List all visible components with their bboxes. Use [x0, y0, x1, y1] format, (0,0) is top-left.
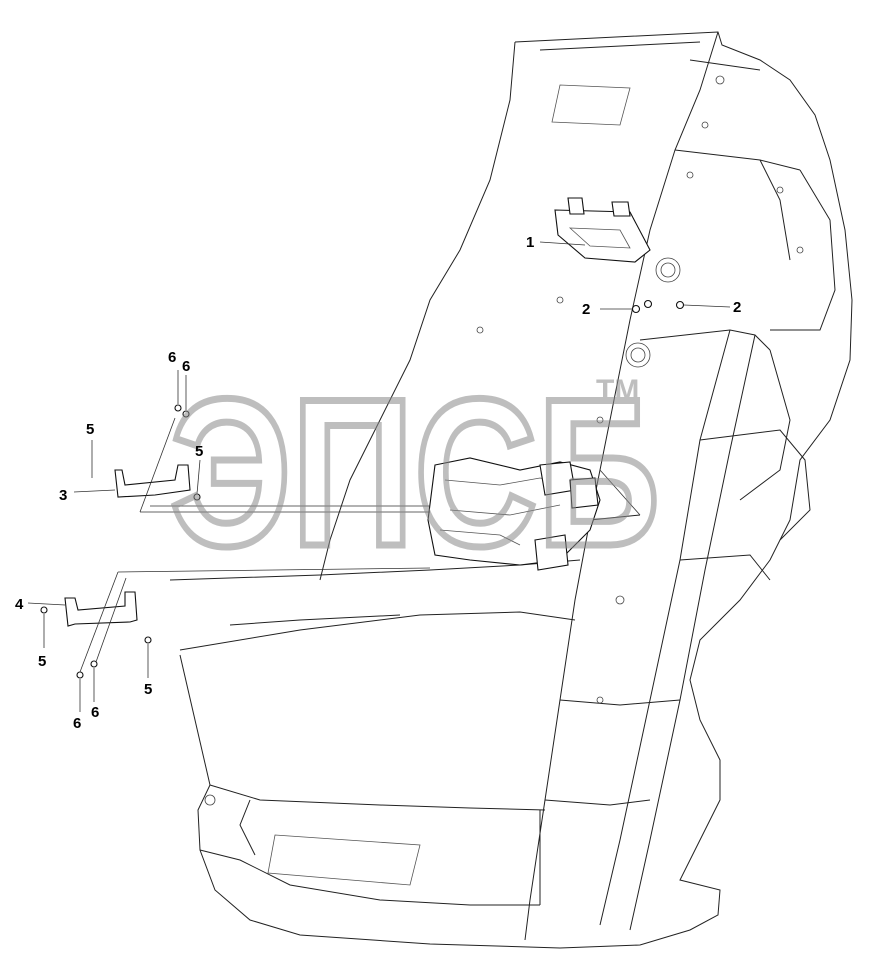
callout-6-bottom-left: 6 — [73, 715, 81, 732]
callout-labels: 1 2 2 3 4 5 5 5 5 6 6 6 6 — [15, 234, 741, 732]
part-4-bracket — [40, 591, 152, 679]
callout-3: 3 — [59, 487, 67, 504]
callout-5-bottom-right: 5 — [144, 681, 152, 698]
part-2-fasteners — [631, 299, 685, 314]
leader-lines — [27, 241, 731, 712]
watermark-text: ЭПСБ — [170, 355, 660, 590]
callout-4: 4 — [15, 596, 24, 613]
callout-6-top-right: 6 — [182, 358, 190, 375]
callout-5-top-right: 5 — [195, 443, 203, 460]
callout-6-bottom-right: 6 — [91, 704, 99, 721]
pedal-assembly — [427, 457, 601, 571]
callout-6-top-left: 6 — [168, 349, 176, 366]
frame-details — [204, 75, 804, 886]
watermark-tm: TM — [596, 374, 639, 407]
callout-5-top-left: 5 — [86, 421, 94, 438]
callout-2-right: 2 — [733, 299, 741, 316]
callout-1: 1 — [526, 234, 534, 251]
assembly-lines — [79, 417, 641, 673]
part-3-bracket — [114, 404, 201, 501]
callout-5-bottom-left: 5 — [38, 653, 46, 670]
callout-2-left: 2 — [582, 301, 590, 318]
watermark: ЭПСБ TM — [167, 352, 664, 594]
part-1-bracket — [554, 197, 651, 263]
